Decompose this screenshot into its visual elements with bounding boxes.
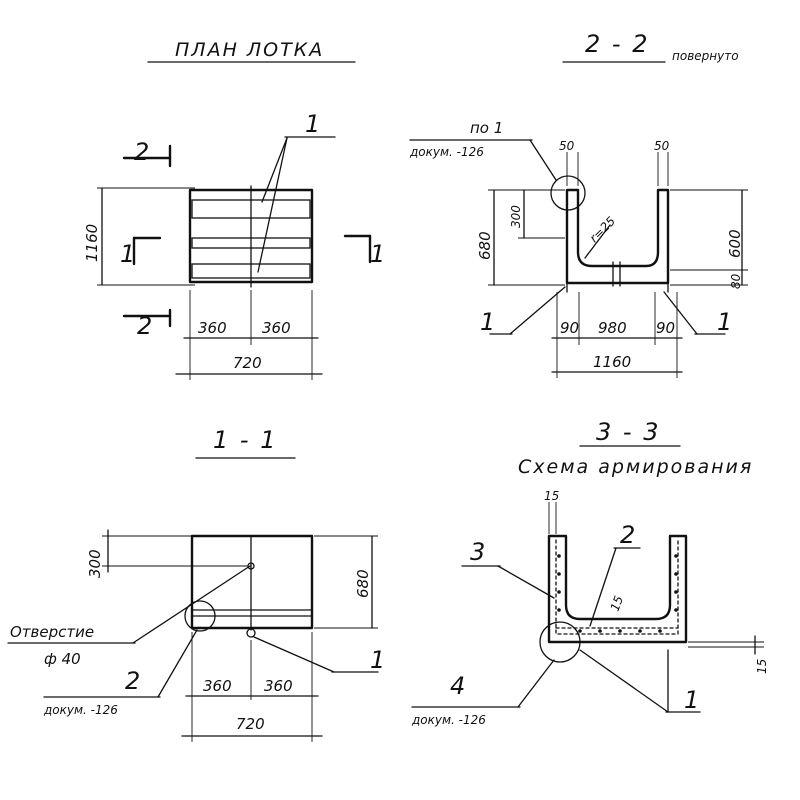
section-33-detail-circle [539,621,581,663]
section-22-callout-left: 1 [480,308,497,336]
section-22-dim-total: 1160 [593,353,631,371]
section-11-dim-right: 360 [264,677,293,695]
section-33-ref-num: 4 [450,672,467,700]
section-11-dim-total: 720 [236,715,265,733]
section-11-hole-label: Отверстие [10,623,94,641]
section-22-dim-980: 980 [598,319,627,337]
section-22-dim-50-left: 50 [559,139,575,153]
plan-dim-total: 720 [233,354,262,372]
plan-section-mark-2-top: 2 [134,138,151,166]
section-33-dim-15-right: 15 [755,659,769,674]
section-11-detail-circle [184,600,216,632]
section-22-ref-line1: по 1 [470,119,503,137]
section-33-subtitle: Схема армирования [518,456,753,478]
plan-section-mark-1-right: 1 [370,240,387,268]
section-22-ref-line2: докум. -126 [409,145,484,159]
section-33-rebar-dots [557,554,678,633]
plan-section-mark-2-bottom: 2 [137,312,154,340]
section-11-hole-size: ф 40 [44,650,81,668]
section-22-dim-90-left: 90 [560,319,579,337]
section-33-profile [547,534,688,644]
section-22-callout-right: 1 [717,308,734,336]
plan-view: ПЛАН ЛОТКА 1 2 2 1 1 1160 [83,39,387,380]
section-3-3: 3 - 3 Схема армирования 15 3 [411,418,769,727]
section-11-dim-300: 300 [86,549,104,578]
section-33-dim-15-inner: 15 [608,594,626,613]
section-11-callout: 1 [370,646,387,674]
section-2-2: 2 - 2 повернуто по 1 докум. -126 50 50 6… [409,30,748,378]
section-11-ref-num: 2 [125,667,142,695]
plan-title: ПЛАН ЛОТКА [175,39,324,61]
plan-dim-right: 360 [262,319,291,337]
section-33-dim-15-top: 15 [544,489,559,503]
section-22-subtitle: повернуто [672,49,739,63]
plan-section-mark-1-left: 1 [120,240,137,268]
section-22-dim-680: 680 [476,231,494,260]
section-33-callout-1: 1 [684,686,701,714]
section-22-dim-50-right: 50 [654,139,670,153]
section-33-ref-doc: докум. -126 [411,713,486,727]
section-1-1: 1 - 1 300 680 Отверстие ф 40 2 докум. -1… [7,426,387,742]
section-22-profile [565,188,670,285]
section-33-callout-2: 2 [620,521,637,549]
section-11-dim-left: 360 [203,677,232,695]
section-33-title: 3 - 3 [596,418,660,446]
section-11-dim-680: 680 [354,569,372,598]
section-33-callout-3: 3 [470,538,487,566]
section-11-ref-doc: докум. -126 [43,703,118,717]
section-22-title: 2 - 2 [585,30,649,58]
section-22-dim-80: 80 [729,273,743,289]
plan-dim-height: 1160 [83,224,101,262]
section-22-dim-300: 300 [509,205,523,228]
plan-dim-left: 360 [198,319,227,337]
section-11-hole [246,628,256,638]
section-11-body [190,534,314,630]
section-22-detail-circle [550,175,586,211]
section-22-radius: r=25 [587,214,618,245]
section-11-title: 1 - 1 [213,426,277,454]
plan-callout-1: 1 [305,110,322,138]
section-22-dim-600: 600 [726,229,744,258]
section-22-dim-90-right: 90 [656,319,675,337]
